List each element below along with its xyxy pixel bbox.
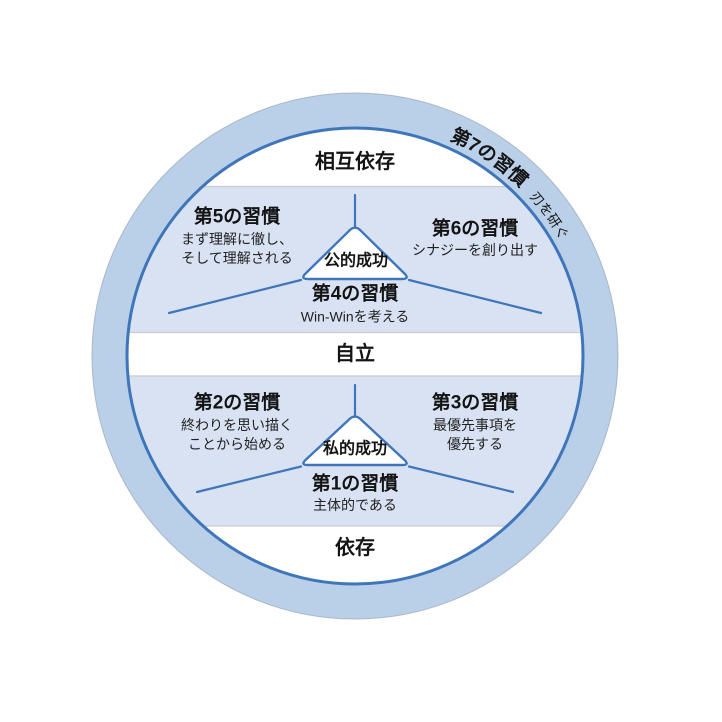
habit6-title: 第6の習慣 bbox=[432, 217, 519, 240]
habit5-title: 第5の習慣 bbox=[194, 205, 281, 228]
habit5-desc-line2: そして理解される bbox=[181, 250, 293, 266]
habit5-desc-line1: まず理解に徹し、 bbox=[181, 231, 293, 247]
upper-left-divider bbox=[167, 278, 303, 315]
habit6-desc: シナジーを創り出す bbox=[412, 242, 538, 258]
habit1-desc: 主体的である bbox=[313, 497, 397, 513]
habit2-title: 第2の習慣 bbox=[194, 391, 281, 414]
habit4-title: 第4の習慣 bbox=[312, 282, 399, 305]
upper-right-divider bbox=[407, 278, 543, 315]
public-victory-label: 公的成功 bbox=[324, 251, 388, 270]
habit3-desc-line1: 最優先事項を bbox=[433, 417, 517, 433]
inner-circle-border bbox=[125, 126, 585, 586]
private-victory-label: 私的成功 bbox=[323, 439, 387, 458]
habit1-title: 第1の習慣 bbox=[312, 472, 399, 495]
habit3-desc-line2: 優先する bbox=[447, 436, 503, 452]
lower-right-divider bbox=[407, 465, 515, 494]
public-victory-triangle bbox=[302, 226, 408, 281]
habit2-desc-line2: ことから始める bbox=[188, 436, 286, 452]
habit4-desc: Win-Winを考える bbox=[301, 309, 409, 325]
stage-label-dependence: 依存 bbox=[335, 535, 375, 559]
habit3-title: 第3の習慣 bbox=[432, 391, 519, 414]
stage-label-interdependence: 相互依存 bbox=[315, 149, 395, 173]
stage-label-independence: 自立 bbox=[335, 341, 375, 365]
lower-left-divider bbox=[195, 465, 303, 494]
habit2-desc-line1: 終わりを思い描く bbox=[181, 417, 293, 433]
private-victory-triangle bbox=[302, 415, 408, 467]
